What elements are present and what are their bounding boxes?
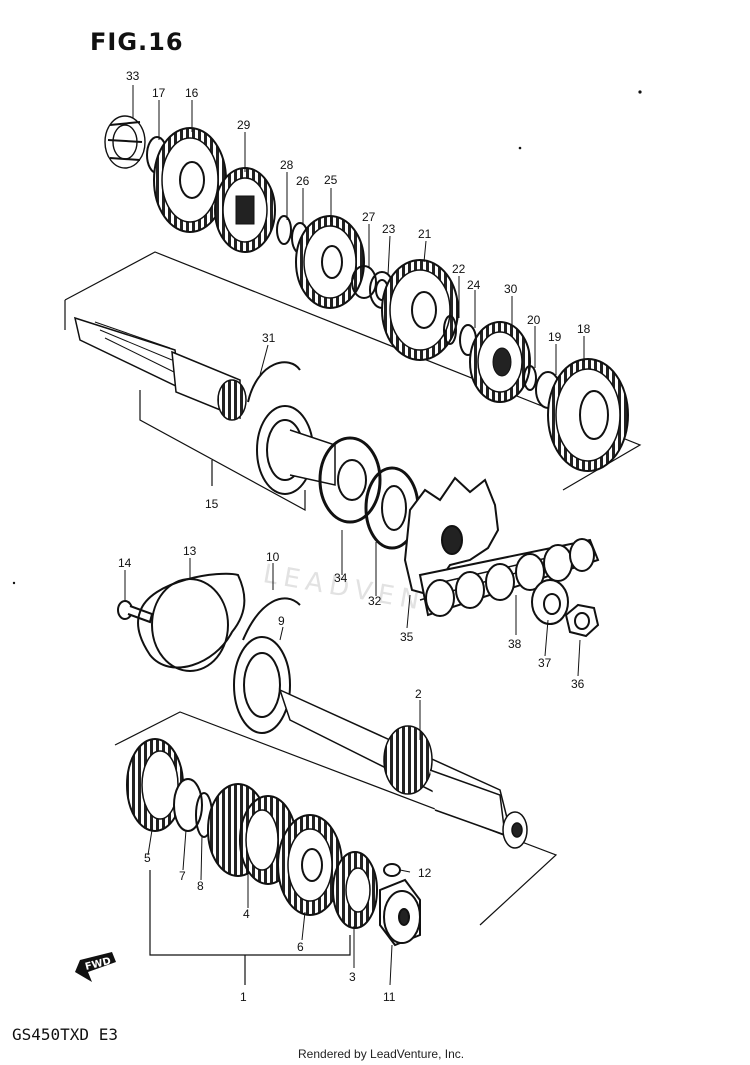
callout-8: 8 xyxy=(197,879,204,893)
bearing-15 xyxy=(256,405,336,495)
gear-18 xyxy=(547,358,629,472)
callout-30: 30 xyxy=(504,282,518,296)
countershaft-15 xyxy=(73,316,247,421)
callout-2: 2 xyxy=(415,687,422,701)
render-credit: Rendered by LeadVenture, Inc. xyxy=(298,1047,465,1061)
callout-36: 36 xyxy=(571,677,585,691)
gear-3 xyxy=(332,851,378,929)
callout-9: 9 xyxy=(278,614,285,628)
group-bracket-1 xyxy=(149,870,351,985)
callout-32: 32 xyxy=(368,594,382,608)
group-bracket-15 xyxy=(139,390,306,512)
chain-38 xyxy=(418,538,600,617)
callout-27: 27 xyxy=(362,210,376,224)
fwd-arrow-icon: FWD xyxy=(75,952,116,982)
callout-29: 29 xyxy=(237,118,251,132)
callout-1: 1 xyxy=(240,990,247,1004)
callout-4: 4 xyxy=(243,907,250,921)
washer-27 xyxy=(351,265,377,299)
callout-20: 20 xyxy=(527,313,541,327)
callout-7: 7 xyxy=(179,869,186,883)
screw-14 xyxy=(117,600,154,624)
callout-12: 12 xyxy=(418,866,432,880)
driveshaft-2 xyxy=(278,688,528,849)
driveshaft-group-outline xyxy=(114,711,558,926)
callout-19: 19 xyxy=(548,330,562,344)
bearing-33 xyxy=(104,115,146,169)
callout-22: 22 xyxy=(452,262,466,276)
callout-11: 11 xyxy=(383,990,396,1004)
callout-24: 24 xyxy=(467,278,481,292)
sprocket-35 xyxy=(403,476,500,597)
circlip-22 xyxy=(443,315,457,345)
callout-23: 23 xyxy=(382,222,396,236)
callout-13: 13 xyxy=(183,544,197,558)
callout-26: 26 xyxy=(296,174,310,188)
callout-15: 15 xyxy=(205,497,219,511)
bushing-7 xyxy=(173,778,203,832)
lockwasher-37 xyxy=(531,579,569,625)
gear-29 xyxy=(214,167,276,253)
bearing-cap-11 xyxy=(379,878,421,947)
callout-numbers: 33 17 16 29 28 26 25 27 23 21 22 24 30 2… xyxy=(118,69,591,1004)
gear-6 xyxy=(277,814,343,916)
callout-28: 28 xyxy=(280,158,294,172)
gear-25 xyxy=(295,215,365,309)
callout-31: 31 xyxy=(262,331,276,345)
retainer-plate-13 xyxy=(137,572,246,672)
callout-34: 34 xyxy=(334,571,348,585)
circlip-10 xyxy=(242,597,301,641)
pin-12 xyxy=(383,863,401,877)
callout-14: 14 xyxy=(118,556,132,570)
callout-35: 35 xyxy=(400,630,414,644)
callout-18: 18 xyxy=(577,322,591,336)
nut-36 xyxy=(564,603,600,638)
callout-10: 10 xyxy=(266,550,280,564)
gear-30 xyxy=(469,321,531,403)
callout-38: 38 xyxy=(508,637,522,651)
callout-6: 6 xyxy=(297,940,304,954)
callout-33: 33 xyxy=(126,69,140,83)
scan-specks xyxy=(12,90,642,585)
model-code: GS450TXD E3 xyxy=(12,1025,118,1044)
figure-title: FIG.16 xyxy=(90,28,184,56)
circlip-28 xyxy=(276,215,292,245)
oil-seal-34 xyxy=(318,436,382,524)
callout-16: 16 xyxy=(185,86,199,100)
gear-16 xyxy=(153,127,227,233)
callout-25: 25 xyxy=(324,173,338,187)
callout-5: 5 xyxy=(144,851,151,865)
callout-3: 3 xyxy=(349,970,356,984)
leader-lines xyxy=(124,85,585,986)
circlip-31 xyxy=(247,361,301,403)
callout-21: 21 xyxy=(418,227,432,241)
callout-37: 37 xyxy=(538,656,552,670)
gear-5 xyxy=(126,738,184,832)
bearing-9 xyxy=(233,636,291,734)
callout-17: 17 xyxy=(152,86,166,100)
gear-21 xyxy=(381,259,459,361)
circlip-20 xyxy=(523,365,537,391)
